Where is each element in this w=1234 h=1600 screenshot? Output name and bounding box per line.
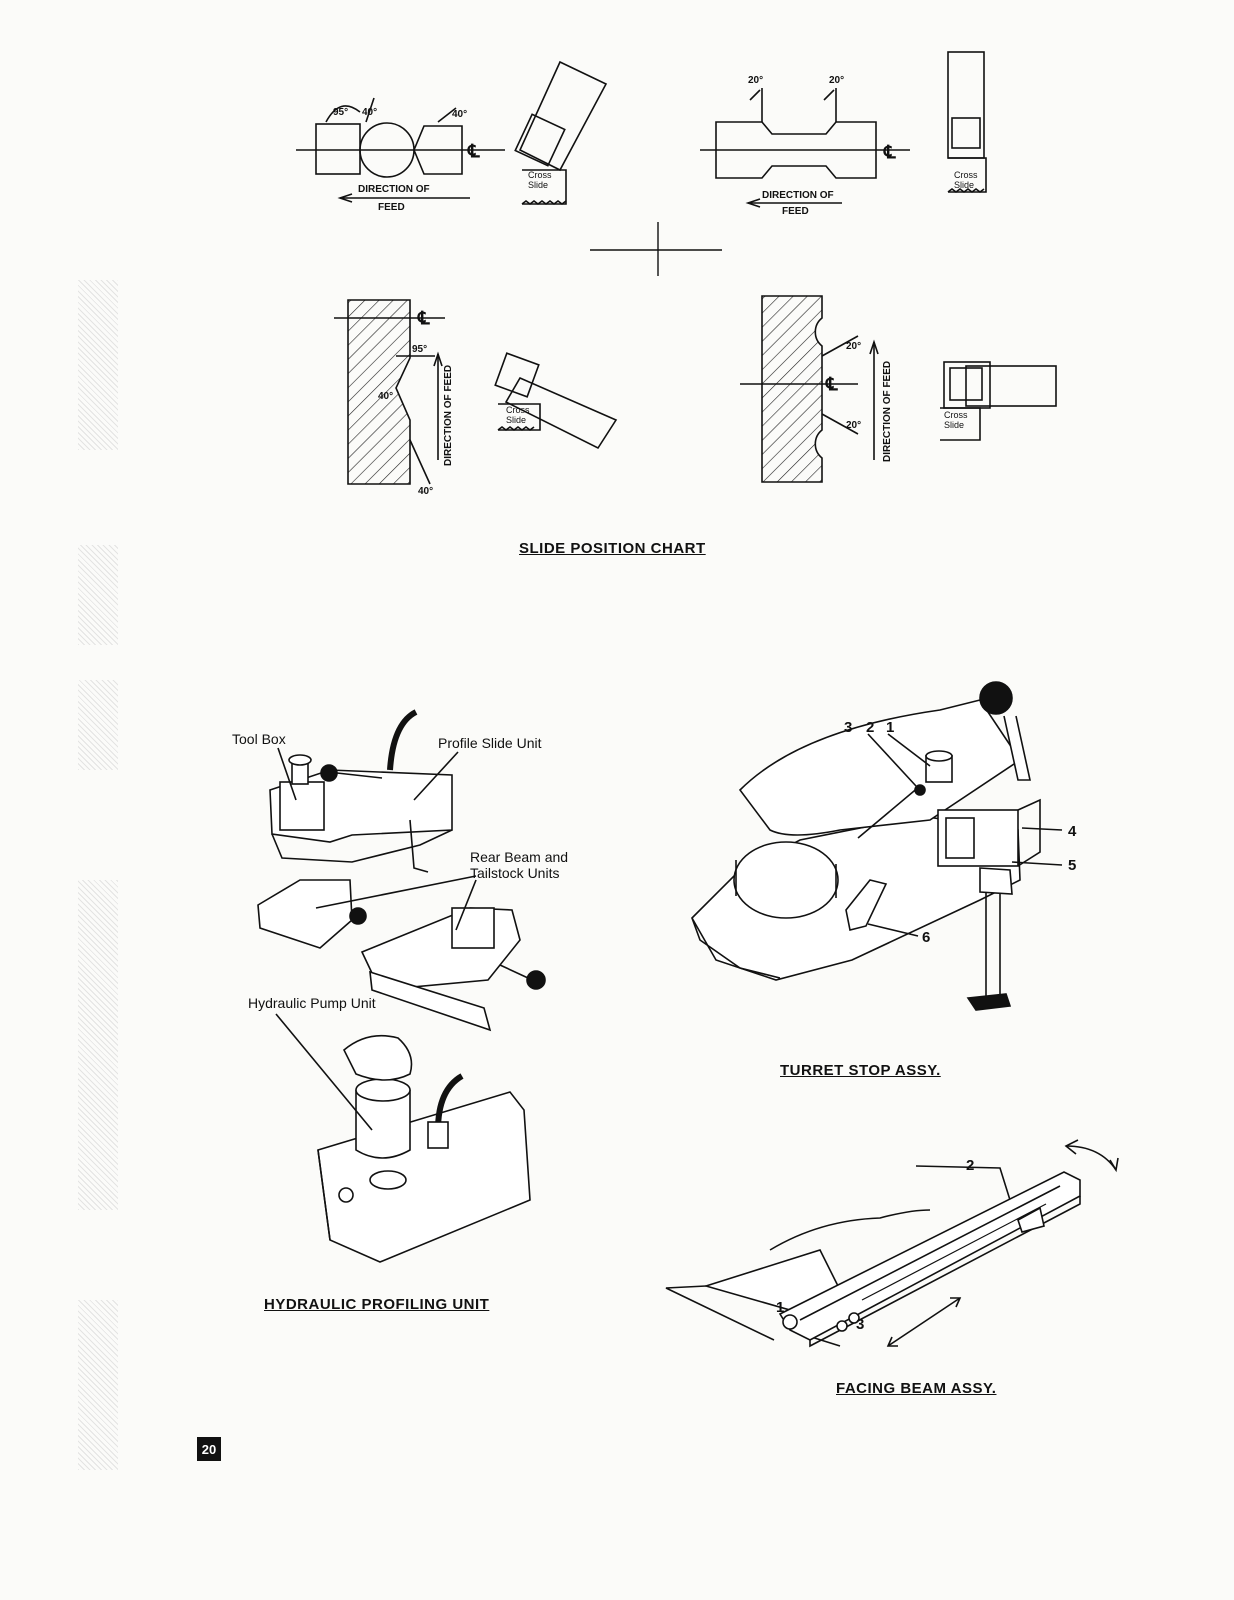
angle-label: 20° [846,341,861,352]
cross-label: Cross [506,405,530,415]
turret-callout-4: 4 [1068,823,1077,840]
cross-slide-tool-bottom-left [494,352,618,450]
angle-label: 40° [452,109,467,120]
callout-hydraulic-pump-unit: Hydraulic Pump Unit [248,995,376,1011]
cross-label: Cross [528,170,552,180]
print-speckle [78,545,118,645]
print-speckle [78,880,118,1210]
callout-profile-slide-unit: Profile Slide Unit [438,735,542,751]
angle-label: 20° [829,75,844,86]
angle-label: 95° [333,107,348,118]
slide-position-chart-title: SLIDE POSITION CHART [519,540,706,557]
cross-label: Cross [944,410,968,420]
hydraulic-profiling-unit-title: HYDRAULIC PROFILING UNIT [264,1296,490,1313]
centerline-symbol: ℄ [825,374,838,394]
print-speckle [78,680,118,770]
facing-callout-2: 2 [966,1157,974,1174]
centerline-symbol: ℄ [417,308,430,328]
cross-slide-tool-top-left [514,60,608,205]
facing-callout-1: 1 [776,1299,784,1316]
feed-label: FEED [378,202,405,213]
turret-stop-illustration [691,681,1063,1011]
cross-label: Cross [954,170,978,180]
facing-callout-3: 3 [856,1316,864,1333]
facing-beam-illustration [665,1139,1119,1348]
turret-callout-2: 2 [866,719,874,736]
direction-label: DIRECTION OF FEED [443,365,454,466]
slide-diagram-bottom-left [334,299,445,485]
page-number: 20 [197,1437,221,1461]
slide-label: Slide [528,180,548,190]
direction-label: DIRECTION OF FEED [882,361,893,462]
angle-label: 40° [378,391,393,402]
center-registration-cross [590,222,722,276]
angle-label: 40° [362,107,377,118]
turret-callout-6: 6 [922,929,930,946]
slide-label: Slide [506,415,526,425]
direction-label: DIRECTION OF [762,190,834,201]
feed-label: FEED [782,206,809,217]
hydraulic-profiling-illustration [257,709,546,1263]
centerline-symbol: ℄ [467,141,480,161]
callout-rear-beam: Rear Beam and [470,849,568,865]
angle-label: 40° [418,486,433,497]
angle-label: 95° [412,344,427,355]
print-speckle [78,1300,118,1470]
centerline-symbol: ℄ [883,142,896,162]
slide-label: Slide [944,420,964,430]
cross-slide-tool-bottom-right [940,361,1057,441]
turret-stop-assy-title: TURRET STOP ASSY. [780,1062,941,1079]
angle-label: 20° [748,75,763,86]
angle-label: 20° [846,420,861,431]
slide-diagram-top-right [700,88,910,208]
direction-label: DIRECTION OF [358,184,430,195]
turret-callout-3: 3 [844,719,852,736]
callout-tool-box: Tool Box [232,731,286,747]
cross-slide-tool-top-right [947,51,987,193]
print-speckle [78,280,118,450]
facing-beam-assy-title: FACING BEAM ASSY. [836,1380,997,1397]
slide-label: Slide [954,180,974,190]
slide-diagram-top-left [296,97,505,203]
turret-callout-1: 1 [886,719,894,736]
callout-tailstock-units: Tailstock Units [470,865,559,881]
turret-callout-5: 5 [1068,857,1076,874]
slide-diagram-bottom-right [740,295,879,483]
